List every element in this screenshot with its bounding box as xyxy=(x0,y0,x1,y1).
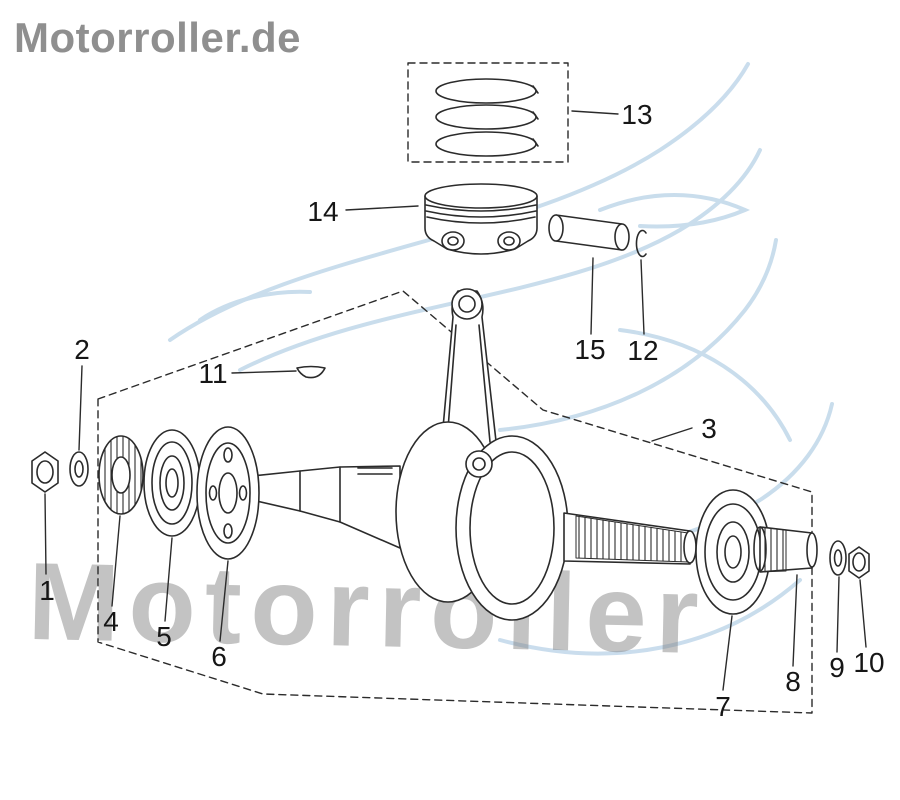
piston xyxy=(424,183,538,255)
splined-collar xyxy=(753,526,818,573)
part-label-5: 5 xyxy=(156,621,172,652)
nut-right xyxy=(848,546,870,579)
timing-gear xyxy=(98,435,144,515)
part-label-9: 9 xyxy=(829,652,845,683)
crankshaft xyxy=(245,421,697,621)
drive-plate xyxy=(196,426,260,560)
circlip xyxy=(635,229,647,258)
assembly-outline-dashed xyxy=(97,290,813,714)
crank-nut-left xyxy=(31,451,59,493)
part-label-7: 7 xyxy=(715,691,731,722)
part-label-1: 1 xyxy=(39,575,55,606)
woodruff-key xyxy=(296,365,326,379)
washer-left xyxy=(69,451,89,487)
part-label-6: 6 xyxy=(211,641,227,672)
rings-box-dashed xyxy=(407,62,569,163)
part-label-12: 12 xyxy=(627,335,659,366)
bearing-right xyxy=(695,489,771,615)
part-label-10: 10 xyxy=(853,647,885,678)
part-label-11: 11 xyxy=(198,358,228,389)
piston-pin xyxy=(548,214,630,251)
leader-lines xyxy=(44,110,867,691)
part-label-15: 15 xyxy=(574,334,606,365)
part-label-8: 8 xyxy=(785,666,801,697)
connecting-rod xyxy=(440,288,498,451)
part-label-4: 4 xyxy=(103,606,119,637)
part-label-13: 13 xyxy=(621,99,653,130)
piston-rings xyxy=(435,78,539,157)
part-label-3: 3 xyxy=(701,413,717,444)
part-label-2: 2 xyxy=(74,334,90,365)
part-label-14: 14 xyxy=(307,196,339,227)
washer-right xyxy=(829,540,847,576)
